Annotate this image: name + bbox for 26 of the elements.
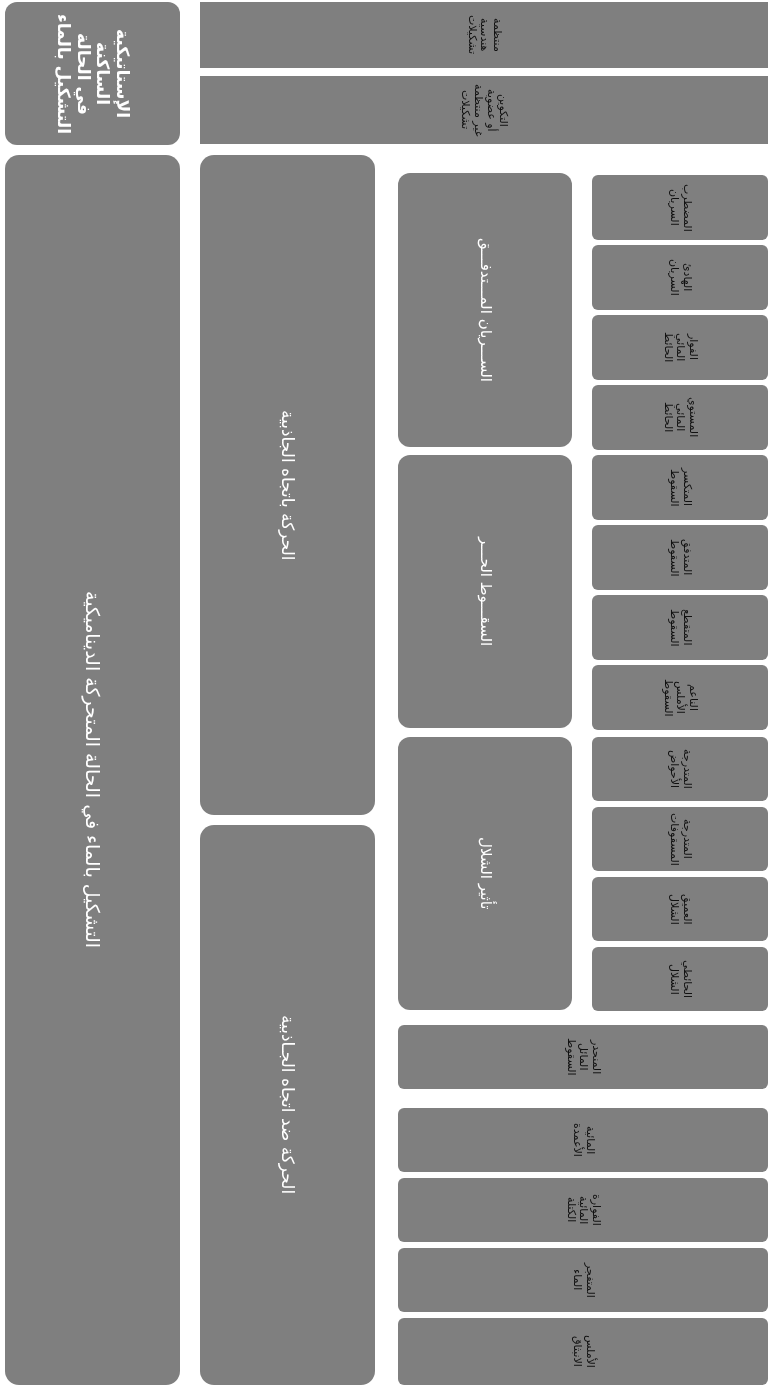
- subcategory-box: الأعمدة المائية: [398, 1108, 768, 1172]
- subcategory-box: السقوط الأملس الناعم: [592, 665, 768, 730]
- category-box: الســـريان المـــتدفـــق: [398, 173, 572, 447]
- subcategory-box: تشكيلات غير منتظمة أو عضوية التكوين: [200, 76, 768, 144]
- subcategory-box: الانبثاق الأملس: [398, 1318, 768, 1385]
- subcategory-box: المسقوفات المتدرجة: [592, 807, 768, 871]
- category-box: تأثير الشلال: [398, 737, 572, 1010]
- category-box: الحركة باتجاه الجاذبية: [200, 155, 375, 815]
- category-box: السقـــوط الحـــر: [398, 455, 572, 728]
- subcategory-box: الحائط المائي المستوي: [592, 385, 768, 450]
- subcategory-box: السقوط المائل المنحدر: [398, 1025, 768, 1089]
- category-box: التشكيل بالماء في الحالة المتحركة الديناميكية: [5, 155, 180, 1385]
- subcategory-box: تشكيلات هندسية منتظمة: [200, 2, 768, 68]
- subcategory-box: الأحواض المتدرجة: [592, 737, 768, 801]
- subcategory-box: السقوط المتقطع: [592, 595, 768, 660]
- subcategory-box: السقوط المتكسر: [592, 455, 768, 520]
- subcategory-box: الشلال العميق: [592, 877, 768, 941]
- subcategory-box: الماء المتفجر: [398, 1248, 768, 1312]
- subcategory-box: الكتلة المائية الفوارة: [398, 1178, 768, 1242]
- category-box: الحركة ضد اتجاه الجـاذبية: [200, 825, 375, 1385]
- subcategory-box: السريان المضطرب: [592, 175, 768, 240]
- category-box: التشكيل بالماء في الحالة الساكنة الإستاتيكية: [5, 2, 180, 145]
- subcategory-box: الحائط المائي الفوار: [592, 315, 768, 380]
- subcategory-box: السقوط المتدفق: [592, 525, 768, 590]
- subcategory-box: السريان الهادئ: [592, 245, 768, 310]
- subcategory-box: الشلال الحائطي: [592, 947, 768, 1011]
